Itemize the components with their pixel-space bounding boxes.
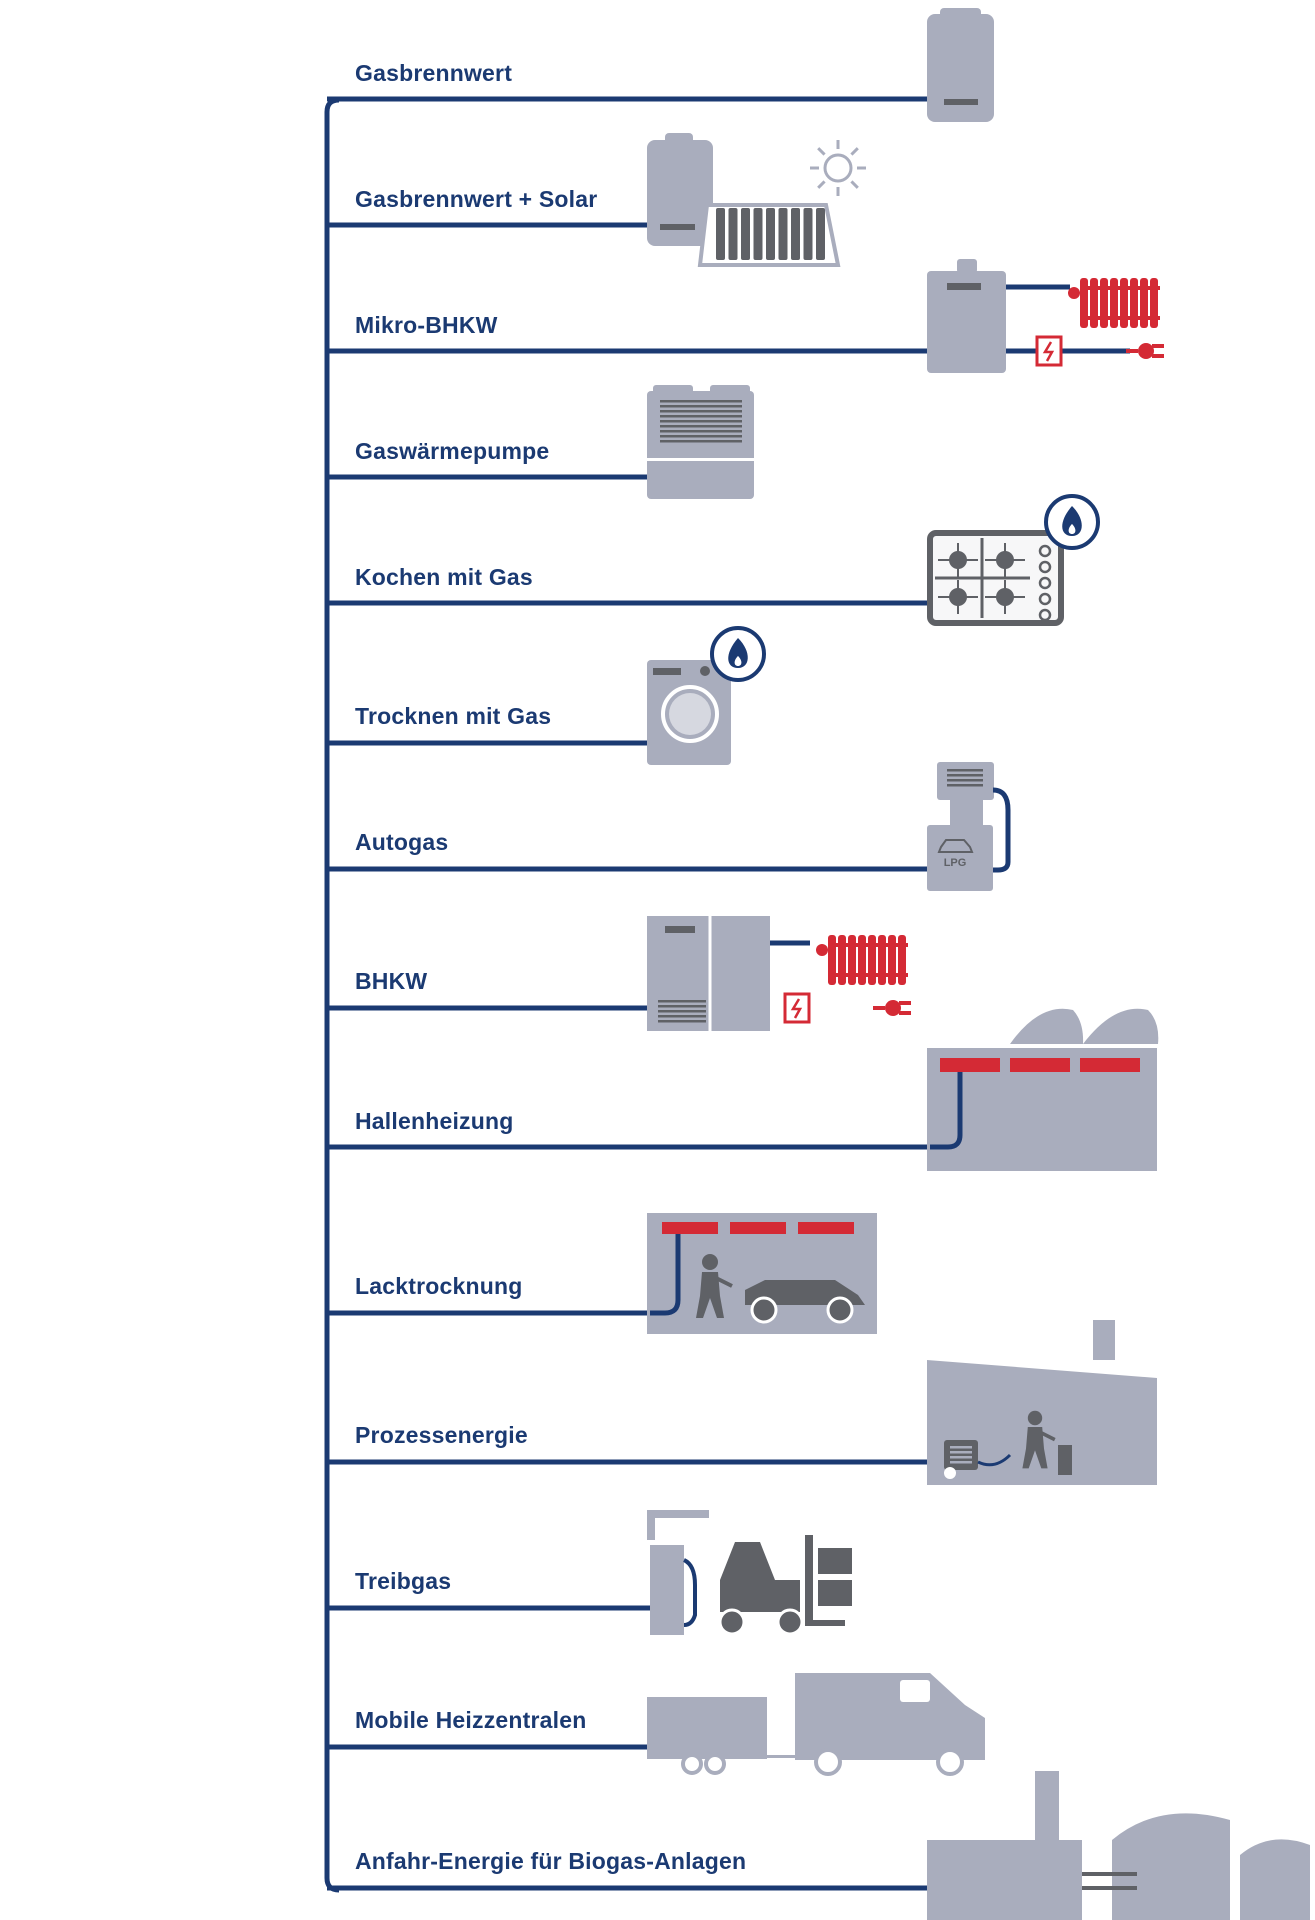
forklift-gas-icon	[647, 1510, 852, 1636]
application-label: Mikro-BHKW	[355, 312, 498, 338]
application-label: Hallenheizung	[355, 1108, 514, 1134]
hall-heating-icon	[927, 1008, 1159, 1171]
chp-unit-icon	[647, 916, 911, 1031]
mobile-heating-icon	[647, 1673, 985, 1776]
lpg-label: LPG	[944, 857, 967, 869]
gas-heat-pump-icon	[647, 385, 754, 499]
biogas-plant-icon	[927, 1771, 1310, 1920]
paint-drying-icon	[647, 1213, 877, 1334]
application-label: Mobile Heizzentralen	[355, 1707, 587, 1733]
gas-dryer-icon	[647, 626, 766, 765]
process-energy-icon	[927, 1320, 1157, 1485]
application-label: Trocknen mit Gas	[355, 703, 552, 729]
application-label: Autogas	[355, 829, 449, 855]
gas-boiler-icon	[927, 8, 994, 122]
gas-stove-icon	[927, 494, 1100, 626]
application-label: Lacktrocknung	[355, 1273, 523, 1299]
application-label: Kochen mit Gas	[355, 564, 533, 590]
application-label: Treibgas	[355, 1568, 452, 1594]
lpg-pump-icon: LPG	[927, 762, 1011, 891]
application-label: Gaswärmepumpe	[355, 438, 550, 464]
micro-chp-icon	[927, 259, 1164, 373]
gas-boiler-solar-icon	[647, 133, 866, 267]
application-label: Anfahr-Energie für Biogas-Anlagen	[355, 1848, 747, 1874]
trunk-line	[324, 97, 340, 1893]
application-label: Gasbrennwert + Solar	[355, 186, 598, 212]
application-label: BHKW	[355, 968, 428, 994]
application-label: Gasbrennwert	[355, 60, 513, 86]
application-label: Prozessenergie	[355, 1422, 528, 1448]
